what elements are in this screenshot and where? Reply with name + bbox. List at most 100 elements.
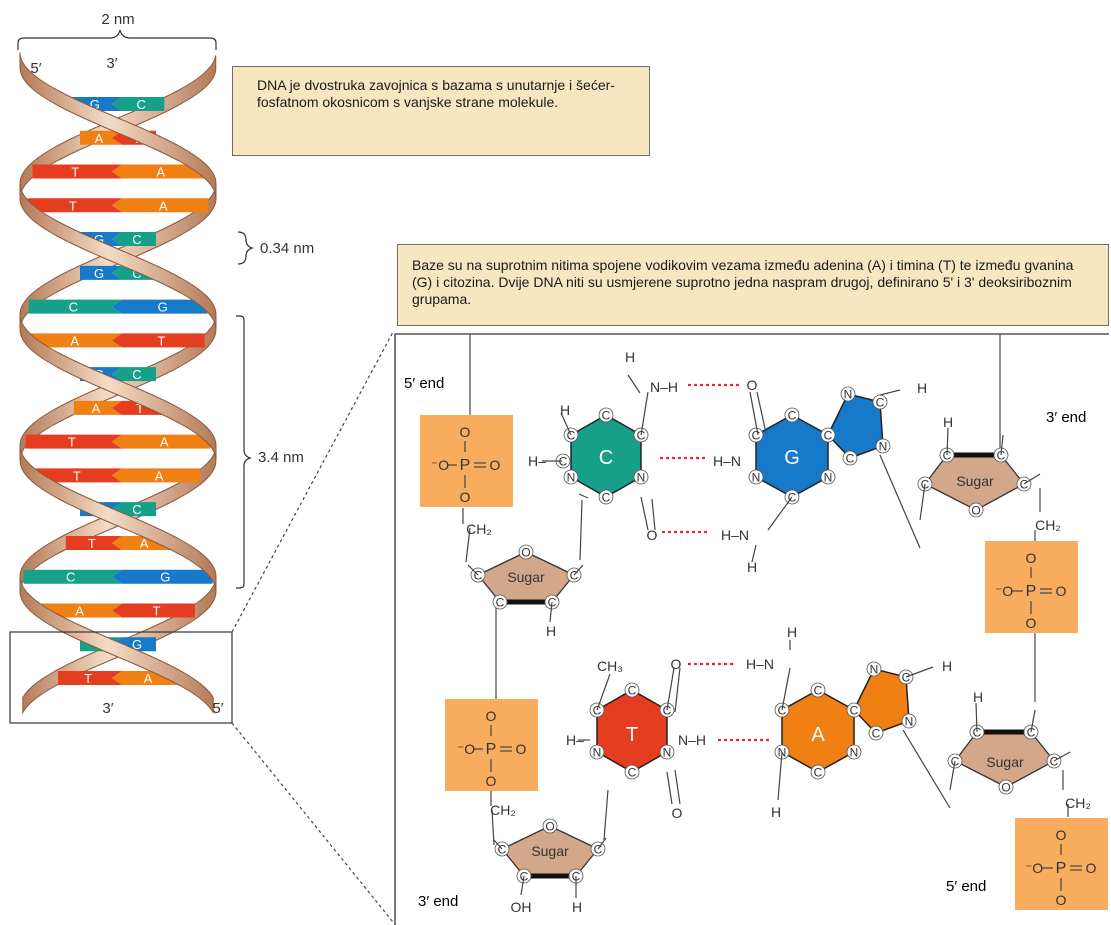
ring-atom	[901, 713, 917, 729]
base-letter: T	[84, 671, 92, 686]
base-letter-c: C	[599, 447, 613, 469]
base-letter: A	[140, 536, 149, 551]
atom-o: O	[747, 377, 758, 393]
ring-atom-label: C	[498, 843, 507, 857]
base-letter: G	[158, 300, 168, 315]
base-letter: T	[68, 435, 76, 450]
ring-atom-label: C	[876, 396, 885, 410]
ring-atom-label: N	[844, 388, 853, 402]
base-letter: C	[132, 266, 141, 281]
sugar-ring-2: Sugar	[500, 825, 600, 879]
zoom-region-box	[9, 631, 233, 724]
ring-atom-label: C	[788, 409, 797, 423]
ring-atom	[820, 427, 836, 443]
ring-atom-label: C	[1050, 755, 1059, 769]
sugar-label: Sugar	[956, 473, 994, 489]
base-a	[31, 333, 122, 348]
base-letter: T	[136, 401, 144, 416]
atom-p: P	[1056, 860, 1067, 877]
ch2-label: CH₂	[1035, 517, 1061, 533]
imino-group: H–N	[713, 453, 741, 469]
base-letter-t: T	[626, 724, 638, 746]
base-letter: T	[88, 536, 96, 551]
ring-atom	[624, 764, 640, 780]
ring-atom-label: N	[870, 663, 879, 677]
base-letter: A	[70, 333, 79, 348]
base-letter: T	[152, 603, 160, 618]
sugar-ring-1: Sugar	[476, 551, 576, 605]
phosphate-box	[1015, 818, 1108, 910]
ring-atom	[820, 469, 836, 485]
ring-atom	[846, 702, 862, 718]
base-letter: T	[157, 333, 165, 348]
ring-atom	[840, 386, 856, 402]
base-a	[73, 400, 122, 415]
base-letter: C	[66, 570, 75, 585]
base-letter: G	[94, 232, 104, 247]
atom-h: H	[942, 658, 952, 674]
helix-description-callout: DNA je dvostruka zavojnica s bazama s un…	[232, 66, 650, 156]
strand-end-bottom-left: 3′	[102, 700, 113, 717]
ring-atom	[748, 469, 764, 485]
atom-h: H	[771, 804, 781, 820]
base-c	[112, 367, 156, 382]
phosphate-box	[985, 541, 1078, 633]
atom-o: O	[486, 773, 497, 789]
atom-h: H	[747, 559, 757, 575]
guanine-rings: G	[755, 393, 884, 498]
ring-atom-label: C	[637, 429, 646, 443]
base-letter: A	[144, 671, 153, 686]
amino-group: H–N	[721, 527, 749, 543]
ring-atom-label: C	[628, 684, 637, 698]
base-letter: A	[159, 198, 168, 213]
base-a	[112, 468, 201, 483]
sugar-label: Sugar	[531, 843, 569, 859]
base-g	[112, 299, 208, 314]
phosphate-box	[420, 415, 513, 507]
base-letter: C	[136, 97, 145, 112]
base-letter: A	[155, 468, 164, 483]
atom-o: O	[486, 708, 497, 724]
ring-atom	[659, 744, 675, 760]
ring-atom-label: N	[850, 746, 859, 760]
atom-h: H	[546, 623, 556, 639]
base-t	[112, 603, 195, 618]
ring-atom-label: N	[593, 746, 602, 760]
ring-atom	[598, 407, 614, 423]
ring-atom-label: C	[973, 726, 982, 740]
atom-o: O	[1056, 892, 1067, 908]
base-letter: C	[132, 367, 141, 382]
base-letter: C	[69, 300, 78, 315]
base-g	[112, 569, 213, 584]
ring-atom	[784, 407, 800, 423]
ring-atom	[624, 682, 640, 698]
atom-h: H	[787, 624, 797, 640]
ring-atom-label: N	[879, 440, 888, 454]
base-letter: T	[69, 198, 77, 213]
base-t	[112, 333, 205, 348]
atom-h: H	[973, 689, 983, 705]
phosphate-group-2: O ⁻O P O O	[445, 699, 538, 791]
ring-atom	[810, 764, 826, 780]
ring-atom-label: C	[1027, 726, 1036, 740]
ring-atom	[868, 725, 884, 741]
ring-atom-label: N	[637, 471, 646, 485]
base-letter: G	[132, 637, 142, 652]
ring-atom	[842, 450, 858, 466]
atom-h: H	[572, 899, 582, 915]
base-letter: A	[92, 401, 101, 416]
ring-atom-label: N	[567, 471, 576, 485]
atom-o: O	[1026, 550, 1037, 566]
atom-o-minus: ⁻O	[457, 741, 475, 757]
atom-h: H	[917, 380, 927, 396]
ring-atom	[598, 489, 614, 505]
base-letter: A	[95, 131, 104, 146]
ring-atom-label: C	[567, 429, 576, 443]
backbone-strand-front	[19, 52, 217, 715]
atom-o-minus: ⁻O	[995, 583, 1013, 599]
phosphate-group-4: O ⁻O P O O	[1015, 818, 1108, 910]
ring-atom-label: C	[628, 766, 637, 780]
base-letter: T	[71, 165, 79, 180]
